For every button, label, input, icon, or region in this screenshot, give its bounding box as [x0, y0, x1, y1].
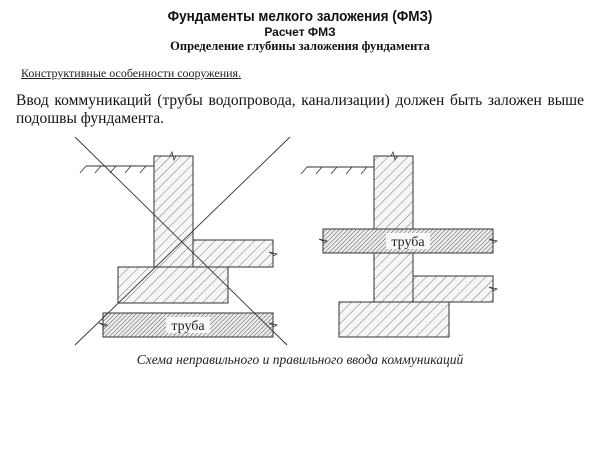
correct-diagram: труба: [300, 150, 499, 338]
footing-right: [338, 301, 450, 338]
ground-line-left: [79, 165, 154, 174]
page-topic: Определение глубины заложения фундамента: [170, 39, 430, 53]
pipe-label-left: труба: [171, 319, 205, 334]
break-mark-icon: [390, 150, 398, 162]
break-mark-icon: [318, 238, 329, 244]
section-body-text: Ввод коммуникаций (трубы водопровода, ка…: [16, 92, 584, 127]
break-mark-icon: [488, 238, 499, 244]
footing-left: [117, 266, 229, 304]
break-mark-icon: [268, 322, 279, 328]
break-mark-icon: [169, 150, 177, 162]
break-mark-icon: [488, 286, 499, 292]
page-subtitle: Расчет ФМЗ: [264, 25, 336, 39]
page-title: Фундаменты мелкого заложения (ФМЗ): [167, 8, 433, 25]
wall-left: [153, 155, 194, 268]
ground-line-right: [300, 166, 374, 175]
figure-caption: Схема неправильного и правильного ввода …: [136, 352, 464, 367]
break-mark-icon: [98, 322, 109, 328]
floor-slab-right: [412, 275, 494, 303]
cross-out-mark: [74, 136, 291, 346]
pipe-label-right: труба: [391, 235, 425, 250]
break-mark-icon: [268, 251, 279, 257]
floor-slab-left: [192, 239, 274, 268]
section-heading: Конструктивные особенности сооружения.: [21, 66, 242, 80]
incorrect-diagram: труба: [74, 136, 291, 346]
